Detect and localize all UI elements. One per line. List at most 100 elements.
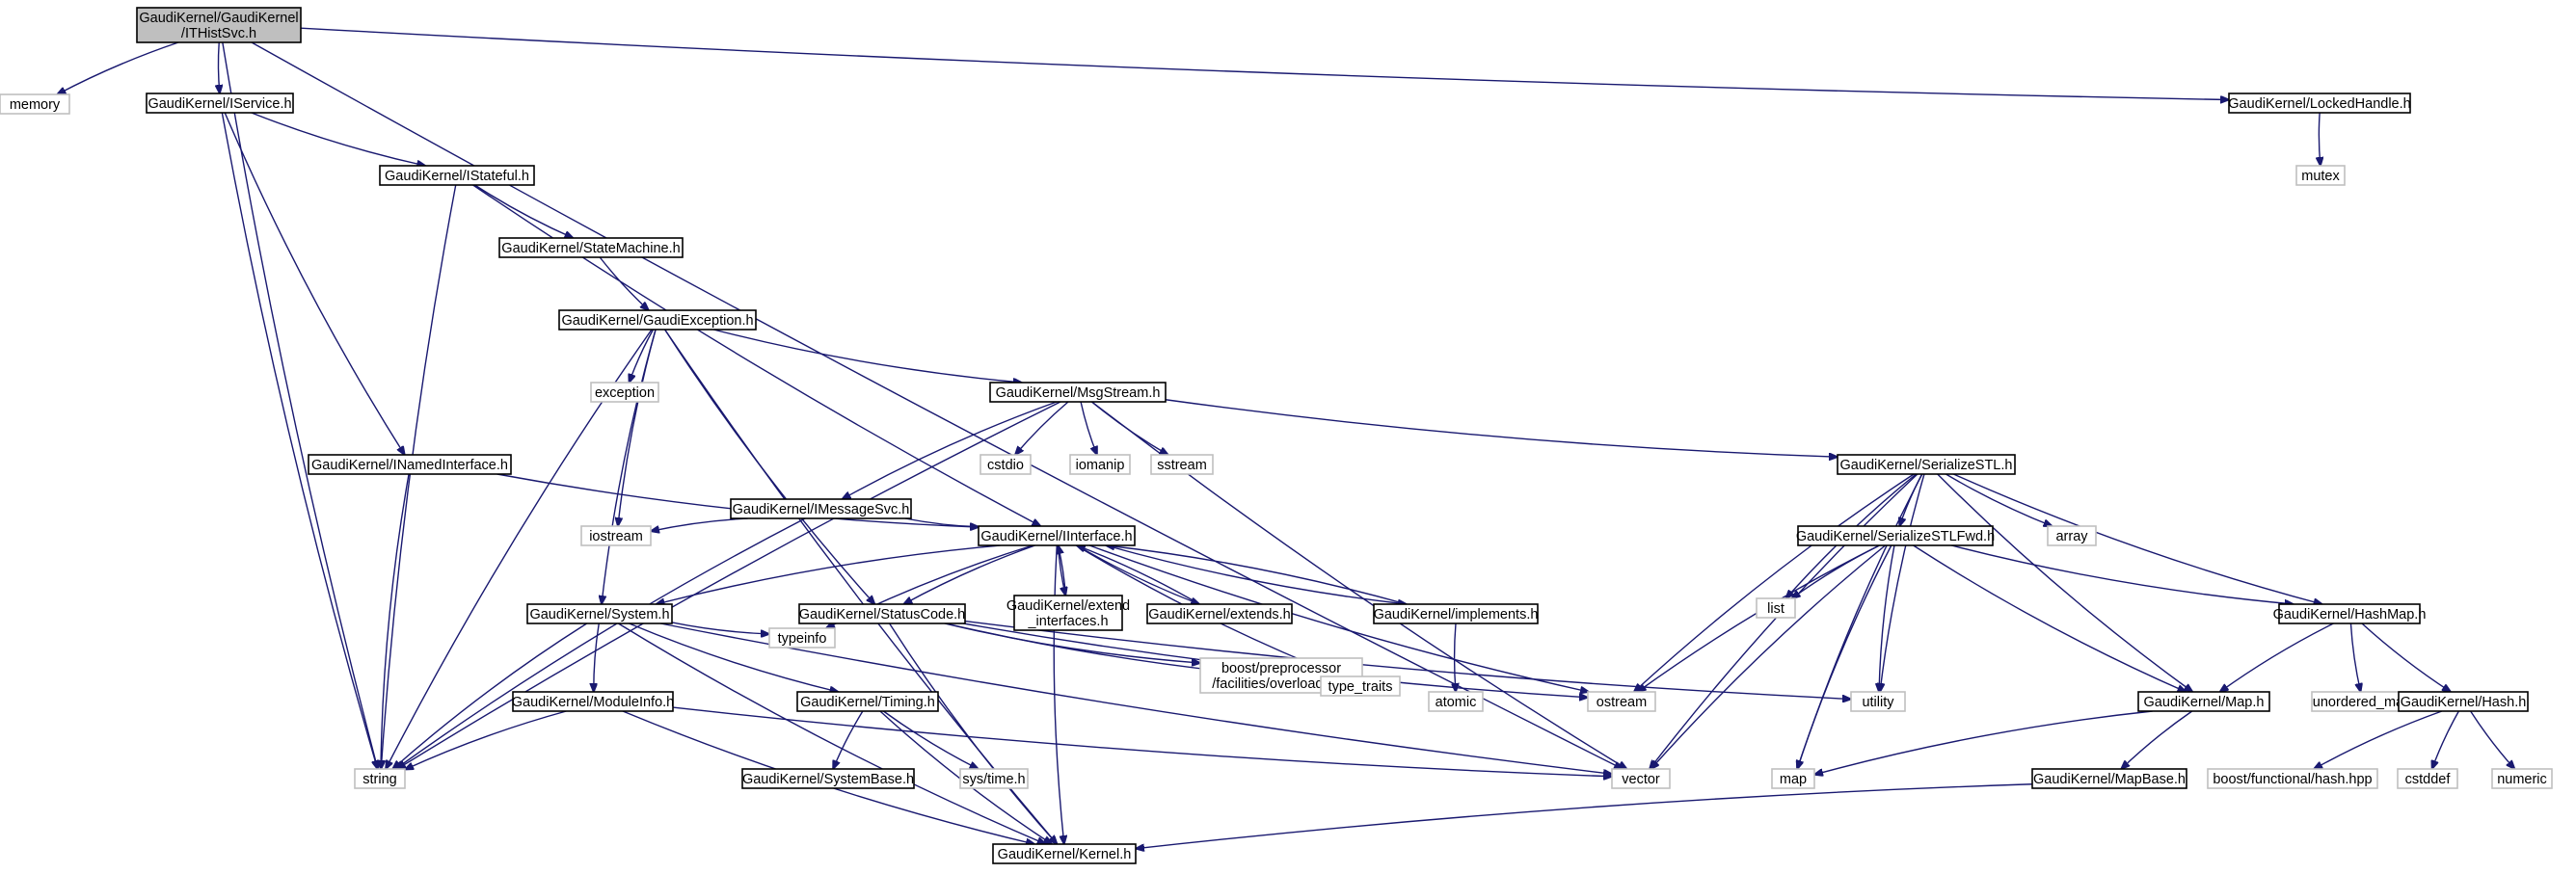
edge-line: [1106, 545, 1408, 605]
node-label: memory: [10, 97, 61, 113]
node-inamedinterface[interactable]: GaudiKernel/INamedInterface.h: [308, 454, 512, 475]
edge-line: [1077, 545, 1200, 605]
node-systembase[interactable]: GaudiKernel/SystemBase.h: [741, 768, 915, 789]
node-iostream: iostream: [580, 525, 652, 546]
node-boost_hash: boost/functional/hash.hpp: [2207, 768, 2378, 789]
node-hashmap[interactable]: GaudiKernel/HashMap.h: [2273, 603, 2427, 624]
node-array: array: [2047, 525, 2097, 546]
edge-line: [221, 112, 377, 769]
node-serializestl[interactable]: GaudiKernel/SerializeSTL.h: [1837, 454, 2016, 475]
edge-line: [664, 329, 875, 604]
edge-line: [1880, 473, 1925, 692]
node-box: [0, 93, 70, 115]
node-imessagesvc[interactable]: GaudiKernel/IMessageSvc.h: [730, 498, 912, 519]
node-label: GaudiKernel/SerializeSTLFwd.h: [1796, 529, 1995, 544]
edge-istateful-to-iinterface: [472, 184, 1041, 526]
edge-imessagesvc-to-iostream: [651, 517, 748, 531]
edge-line: [843, 401, 1058, 499]
node-label: _interfaces.h: [1027, 614, 1108, 629]
edge-mapheader-to-mapbase: [2121, 710, 2193, 769]
edge-line: [1059, 545, 1066, 596]
edge-serializestlfwd-to-map: [1797, 544, 1892, 769]
node-kernel[interactable]: GaudiKernel/Kernel.h: [992, 843, 1137, 864]
node-mutex: mutex: [2295, 165, 2346, 186]
node-box: [1850, 691, 1906, 712]
node-statuscode[interactable]: GaudiKernel/StatusCode.h: [798, 603, 966, 624]
edge-msgstream-to-cstdio: [1015, 401, 1069, 455]
node-box: [2491, 768, 2553, 789]
edge-line: [602, 329, 657, 604]
edge-root-to-iservice: [218, 41, 219, 93]
edge-istateful-to-string: [381, 184, 457, 769]
edge-line: [2432, 710, 2459, 769]
node-timing[interactable]: GaudiKernel/Timing.h: [796, 691, 939, 712]
node-extend_interfaces[interactable]: GaudiKernel/extend_interfaces.h: [1006, 595, 1130, 631]
node-box: [308, 454, 512, 475]
node-mapheader[interactable]: GaudiKernel/Map.h: [2137, 691, 2270, 712]
edge-line: [630, 329, 655, 383]
node-box: [2398, 691, 2529, 712]
edge-line: [251, 41, 1623, 769]
node-label: GaudiKernel/StateMachine.h: [501, 241, 680, 256]
edge-line: [2319, 112, 2320, 166]
node-box: [1771, 768, 1815, 789]
node-system[interactable]: GaudiKernel/System.h: [526, 603, 673, 624]
edge-iservice-to-string: [221, 112, 377, 769]
edge-hashmap-to-mapheader: [2220, 622, 2334, 692]
node-box: [1199, 657, 1363, 694]
node-lockedhandle[interactable]: GaudiKernel/LockedHandle.h: [2228, 93, 2411, 114]
edge-mapbase-to-kernel: [1136, 783, 2033, 849]
node-box: [379, 165, 535, 186]
edge-line: [1455, 622, 1456, 692]
edge-lockedhandle-to-mutex: [2319, 112, 2320, 166]
edge-line: [381, 184, 457, 769]
edge-line: [712, 329, 1022, 383]
edge-line: [1797, 544, 1892, 769]
node-cstddef: cstddef: [2397, 768, 2458, 789]
node-label: GaudiKernel/MsgStream.h: [996, 385, 1161, 401]
node-box: [730, 498, 912, 519]
node-iinterface[interactable]: GaudiKernel/IInterface.h: [978, 525, 1136, 546]
edge-line: [2314, 710, 2443, 769]
node-box: [992, 843, 1137, 864]
edge-line: [1015, 401, 1069, 455]
edge-line: [629, 622, 839, 692]
edge-statemachine-to-gaudiexception: [599, 256, 649, 310]
edge-imessagesvc-to-string: [395, 517, 806, 769]
edge-timing-to-systime: [882, 710, 978, 769]
node-label: array: [2055, 529, 2088, 544]
node-istateful[interactable]: GaudiKernel/IStateful.h: [379, 165, 535, 186]
edge-root-to-vector: [251, 41, 1623, 769]
node-mapbase[interactable]: GaudiKernel/MapBase.h: [2031, 768, 2187, 789]
edge-line: [395, 517, 806, 769]
edge-hashmap-to-hash: [2361, 622, 2451, 692]
node-box: [1428, 691, 1484, 712]
node-hash[interactable]: GaudiKernel/Hash.h: [2398, 691, 2529, 712]
node-box: [1373, 603, 1539, 624]
node-extends[interactable]: GaudiKernel/extends.h: [1146, 603, 1293, 624]
edge-line: [57, 41, 179, 94]
node-statemachine[interactable]: GaudiKernel/StateMachine.h: [498, 237, 684, 258]
node-gaudiexception[interactable]: GaudiKernel/GaudiException.h: [558, 309, 757, 331]
edge-serializestl-to-map: [1797, 473, 1923, 769]
node-systime: sys/time.h: [959, 768, 1029, 789]
node-msgstream[interactable]: GaudiKernel/MsgStream.h: [989, 382, 1167, 403]
node-iservice[interactable]: GaudiKernel/IService.h: [146, 93, 294, 114]
node-moduleinfo[interactable]: GaudiKernel/ModuleInfo.h: [512, 691, 674, 712]
node-label: GaudiKernel/extends.h: [1148, 607, 1291, 622]
node-root[interactable]: GaudiKernel/GaudiKernel/ITHistSvc.h: [136, 7, 302, 43]
edge-line: [1950, 544, 2294, 604]
edge-iinterface-to-ostream: [1088, 544, 1589, 692]
node-label: GaudiKernel/implements.h: [1374, 607, 1539, 622]
node-label: GaudiKernel/Kernel.h: [998, 847, 1132, 862]
node-implements[interactable]: GaudiKernel/implements.h: [1373, 603, 1539, 624]
edge-serializestlfwd-to-mapheader: [1913, 544, 2187, 692]
node-label: GaudiKernel/Hash.h: [2401, 695, 2527, 710]
node-box: [136, 7, 302, 43]
node-box: [979, 454, 1032, 475]
edge-statuscode-to-kernel: [889, 622, 1058, 844]
node-iomanip: iomanip: [1069, 454, 1131, 475]
node-serializestlfwd[interactable]: GaudiKernel/SerializeSTLFwd.h: [1796, 525, 1995, 546]
edge-line: [651, 517, 748, 531]
edge-line: [397, 401, 1061, 769]
